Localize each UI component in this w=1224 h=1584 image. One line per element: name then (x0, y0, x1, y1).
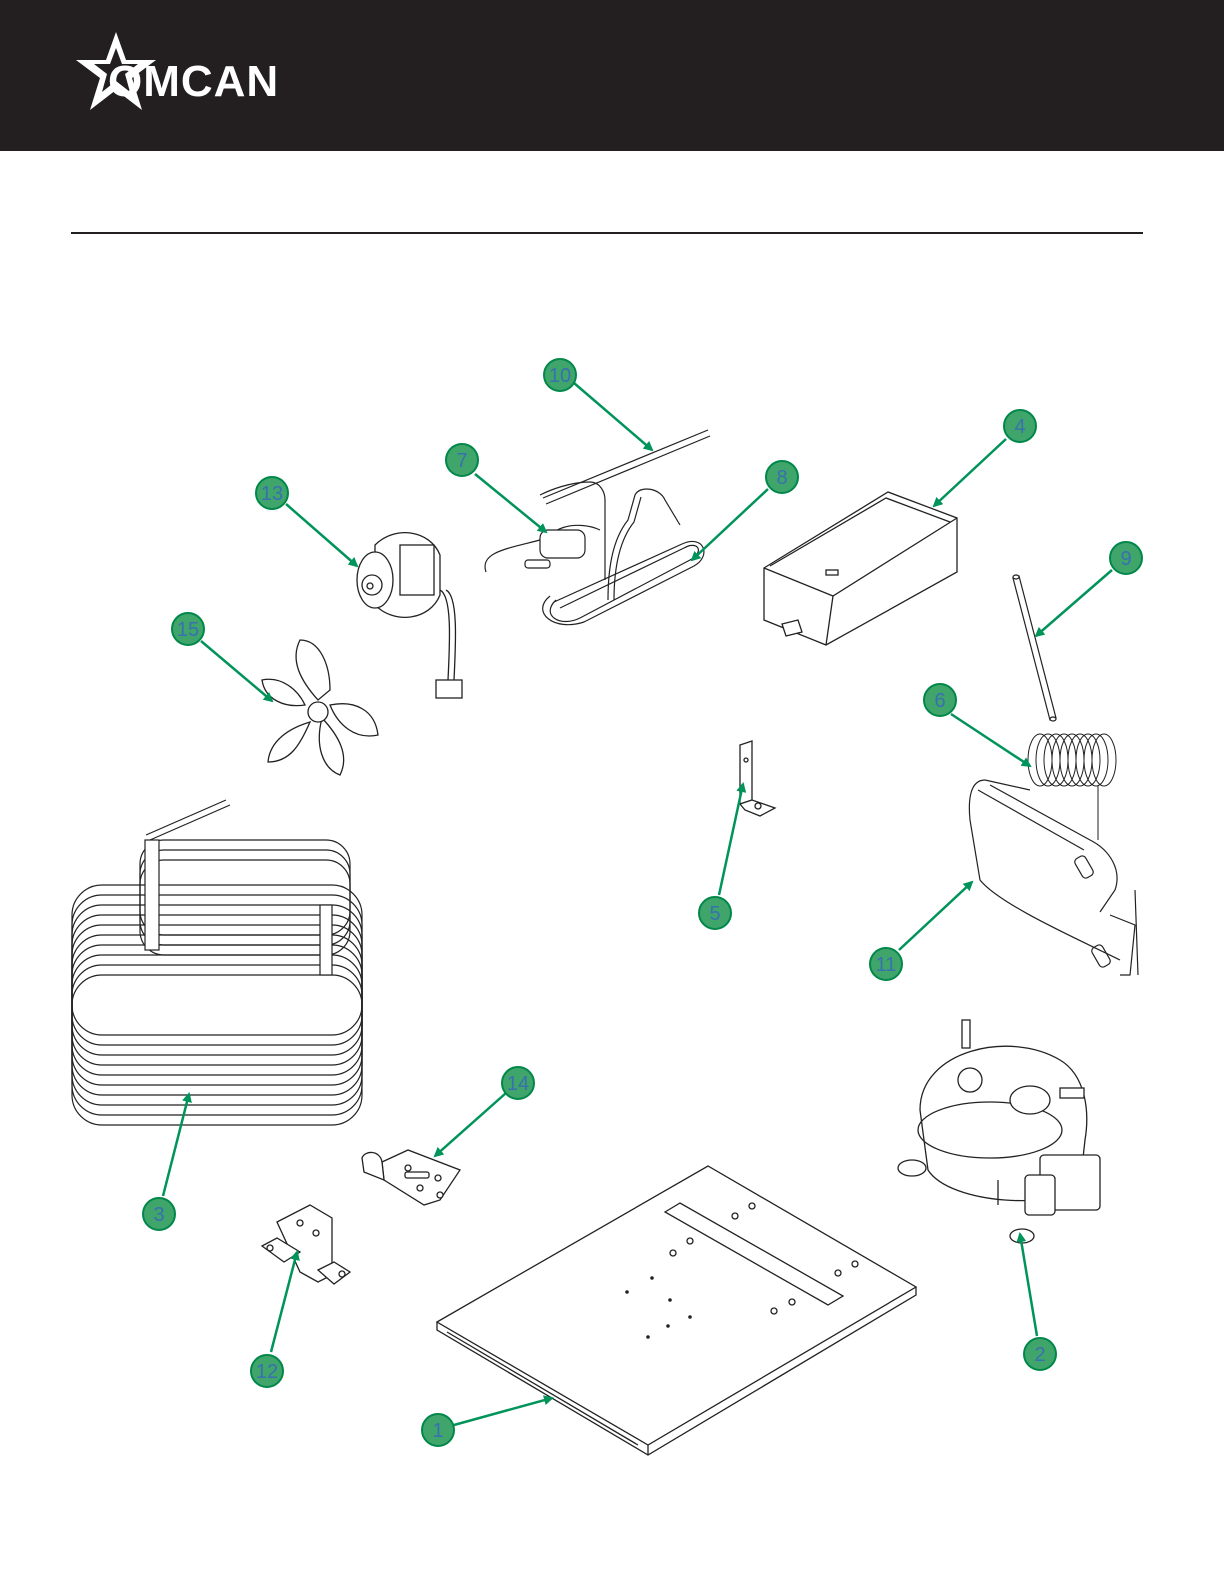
callout-8-label: 8 (776, 467, 787, 489)
leader-10 (574, 383, 652, 450)
base-plate-part (437, 1166, 916, 1455)
leader-4 (934, 439, 1006, 506)
callout-11: 11 (870, 948, 902, 980)
fan-motor-part (357, 533, 462, 698)
condenser-frame-part (969, 780, 1138, 975)
callout-8: 8 (766, 461, 798, 493)
straight-tube-part (1013, 575, 1056, 721)
mounting-bracket-part (262, 1205, 350, 1284)
long-tube-part (543, 430, 710, 504)
callout-10: 10 (544, 359, 576, 391)
evaporator-coil-part (72, 800, 362, 1125)
leader-3 (163, 1094, 189, 1196)
callout-2: 2 (1024, 1338, 1056, 1370)
capillary-coil-part (1028, 734, 1116, 840)
callout-10-label: 10 (549, 365, 571, 387)
callout-3-label: 3 (153, 1204, 164, 1226)
leader-9 (1036, 570, 1112, 636)
callout-15-label: 15 (177, 619, 199, 641)
leader-7 (475, 474, 546, 532)
callout-11-label: 11 (876, 954, 897, 976)
callout-7: 7 (446, 444, 478, 476)
callout-3: 3 (143, 1198, 175, 1230)
callout-13: 13 (256, 477, 288, 509)
leader-6 (951, 714, 1030, 766)
compressor-part (898, 1020, 1100, 1243)
callout-6-label: 6 (934, 690, 945, 712)
callout-14: 14 (502, 1067, 534, 1099)
leader-8 (692, 489, 768, 560)
hinge-bracket-part (362, 1150, 460, 1205)
callout-5: 5 (699, 897, 731, 929)
l-bracket-part (740, 741, 775, 816)
leader-14 (435, 1093, 506, 1156)
callout-12: 12 (251, 1355, 283, 1387)
callout-4: 4 (1004, 410, 1036, 442)
callout-14-label: 14 (507, 1073, 529, 1095)
callout-7-label: 7 (456, 450, 467, 472)
fan-blade-part (262, 640, 378, 775)
callout-1: 1 (422, 1414, 454, 1446)
callout-15: 15 (172, 613, 204, 645)
callout-5-label: 5 (709, 903, 720, 925)
callout-4-label: 4 (1014, 416, 1025, 438)
callout-9: 9 (1110, 542, 1142, 574)
leader-2 (1020, 1234, 1037, 1336)
callout-9-label: 9 (1120, 548, 1131, 570)
leader-12 (271, 1252, 297, 1352)
callout-13-label: 13 (261, 483, 283, 505)
callout-12-label: 12 (256, 1361, 278, 1383)
leader-1 (454, 1398, 552, 1425)
drain-tray-part (764, 492, 957, 645)
callout-6: 6 (924, 684, 956, 716)
leader-15 (201, 641, 272, 701)
leader-11 (899, 882, 972, 950)
callout-2-label: 2 (1034, 1344, 1045, 1366)
leader-13 (286, 504, 357, 566)
leader-5 (719, 784, 743, 895)
callout-1-label: 1 (432, 1420, 443, 1442)
